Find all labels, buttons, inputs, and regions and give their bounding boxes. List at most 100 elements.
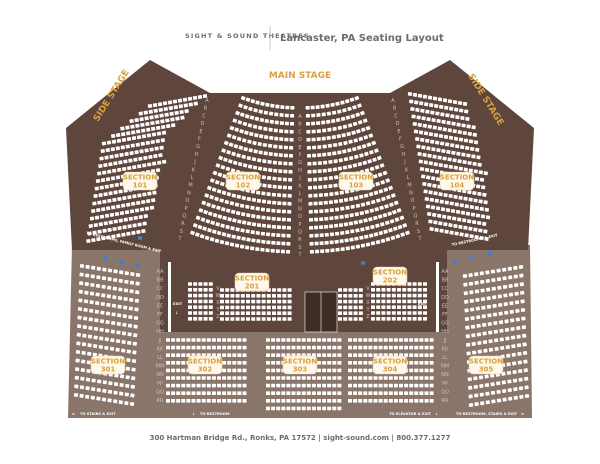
seat[interactable] [305,121,311,126]
seat[interactable] [200,217,206,222]
seat[interactable] [446,149,451,154]
seat[interactable] [126,340,132,345]
seat[interactable] [276,338,281,342]
seat[interactable] [207,185,212,191]
seat[interactable] [465,342,471,347]
seat[interactable] [286,383,291,388]
seat[interactable] [311,137,316,142]
seat[interactable] [74,384,79,389]
seat[interactable] [327,406,332,411]
seat[interactable] [348,139,353,144]
seat[interactable] [217,345,221,350]
seat[interactable] [280,105,285,110]
seat[interactable] [171,338,176,342]
seat[interactable] [120,126,125,131]
seat[interactable] [424,368,429,373]
seat[interactable] [179,109,184,115]
seat[interactable] [261,175,267,180]
seat[interactable] [242,353,247,357]
seat[interactable] [432,154,437,159]
seat[interactable] [322,345,327,350]
seat[interactable] [85,377,91,382]
seat[interactable] [141,229,146,234]
seat[interactable] [232,118,238,123]
seat[interactable] [116,138,122,143]
seat[interactable] [129,151,134,156]
seat[interactable] [252,124,258,129]
seat[interactable] [319,209,324,214]
seat[interactable] [301,399,306,403]
seat[interactable] [208,293,213,298]
seat[interactable] [462,160,467,165]
seat[interactable] [174,110,179,115]
seat[interactable] [496,389,501,394]
seat[interactable] [427,95,433,100]
seat[interactable] [261,311,266,315]
seat[interactable] [306,338,311,342]
seat[interactable] [184,109,189,114]
seat[interactable] [449,143,455,148]
seat[interactable] [322,160,328,165]
seat[interactable] [337,353,342,357]
seat[interactable] [501,267,507,272]
seat[interactable] [141,163,147,168]
seat[interactable] [241,138,247,143]
seat[interactable] [167,100,173,105]
seat[interactable] [338,198,344,203]
seat[interactable] [469,205,475,210]
seat[interactable] [467,385,473,390]
seat[interactable] [399,399,403,403]
seat[interactable] [375,223,380,228]
seat[interactable] [115,204,121,209]
seat[interactable] [214,196,219,202]
seat[interactable] [237,376,242,380]
seat[interactable] [463,299,469,304]
seat[interactable] [352,105,357,110]
seat[interactable] [437,97,443,102]
seat[interactable] [378,230,384,236]
seat[interactable] [88,317,94,322]
seat[interactable] [363,376,368,380]
seat[interactable] [112,277,118,283]
seat[interactable] [353,383,358,388]
seat[interactable] [271,224,277,229]
seat[interactable] [240,317,245,321]
seat[interactable] [90,282,95,288]
seat[interactable] [254,116,260,122]
seat[interactable] [371,311,375,315]
seat[interactable] [132,350,137,355]
seat[interactable] [433,220,438,225]
seat[interactable] [455,115,460,120]
seat[interactable] [214,238,220,244]
seat[interactable] [332,376,337,380]
seat[interactable] [399,338,403,342]
seat[interactable] [123,217,129,222]
seat[interactable] [358,194,364,199]
seat[interactable] [486,296,491,301]
seat[interactable] [389,219,395,224]
seat[interactable] [106,140,112,145]
seat[interactable] [94,309,100,314]
seat[interactable] [444,142,450,147]
seat[interactable] [124,401,129,406]
seat[interactable] [86,360,92,365]
seat[interactable] [278,129,284,134]
seat[interactable] [193,288,198,292]
seat[interactable] [388,338,393,342]
seat[interactable] [132,333,138,338]
seat[interactable] [166,391,170,395]
seat[interactable] [419,368,424,373]
seat[interactable] [215,222,221,227]
seat[interactable] [412,293,417,298]
seat[interactable] [461,123,466,128]
seat[interactable] [481,322,487,327]
seat[interactable] [435,177,441,182]
seat[interactable] [99,214,105,219]
seat[interactable] [445,113,450,118]
seat[interactable] [468,402,474,408]
seat[interactable] [396,208,402,213]
seat[interactable] [382,212,388,218]
seat[interactable] [348,317,353,321]
seat[interactable] [301,391,306,395]
seat[interactable] [307,185,313,190]
